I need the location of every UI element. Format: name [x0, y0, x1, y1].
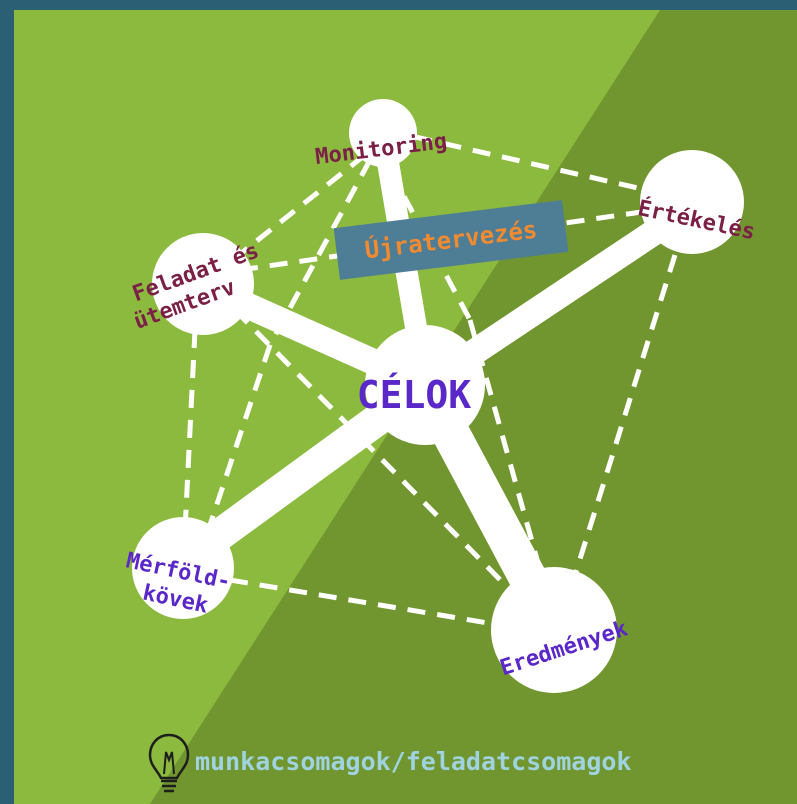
monitoring-to-merfold-link-upper: [267, 158, 373, 347]
replanning-banner: Újratervezés: [333, 200, 569, 280]
eredmenyek-node[interactable]: [491, 567, 617, 693]
center-goals-label: CÉLOK: [357, 373, 472, 417]
nodes: [132, 99, 744, 693]
monitoring-node[interactable]: [349, 99, 417, 167]
footer-caption: munkacsomagok/feladatcsomagok: [195, 747, 632, 776]
center-node[interactable]: [365, 325, 485, 445]
ertekeles-to-eredmenyek-link: [572, 254, 678, 576]
footer: munkacsomagok/feladatcsomagok: [148, 733, 632, 793]
ertekeles-node[interactable]: [640, 150, 744, 254]
monitoring-to-ertekeles-link: [384, 127, 691, 203]
monitoring-to-merfold-link-lower: [202, 344, 273, 541]
feladat-node[interactable]: [152, 233, 254, 335]
monitoring-to-feladat-link: [218, 153, 367, 272]
lightbulb-icon: [148, 733, 190, 793]
banner-background: [333, 200, 569, 280]
feladat-to-eredmenyek-link: [233, 308, 522, 602]
merfold-node[interactable]: [132, 517, 234, 619]
feladat-to-merfold-link: [182, 329, 198, 531]
merfold-to-eredmenyek-link: [229, 577, 501, 628]
